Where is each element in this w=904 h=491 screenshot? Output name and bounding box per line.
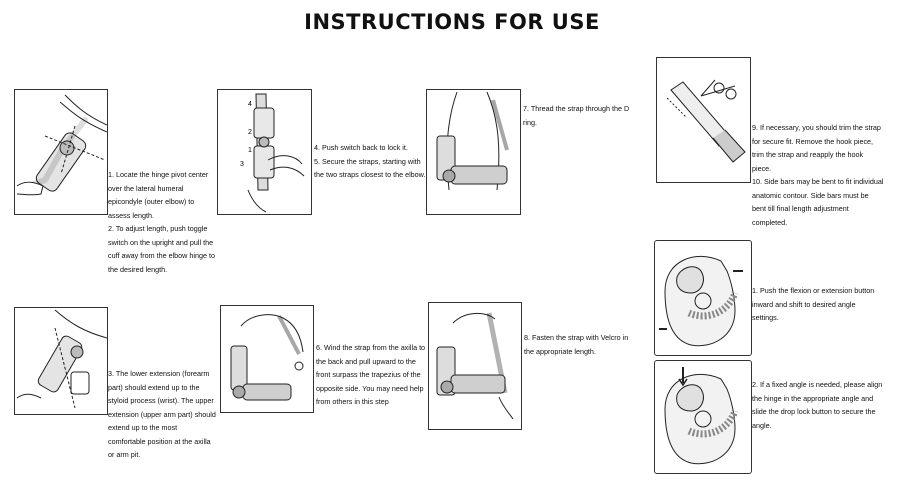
illustration-drop-lock xyxy=(654,360,752,474)
step-8-text: 8. Fasten the strap with Velcro in the a… xyxy=(524,333,629,356)
illustration-lower-extension xyxy=(14,307,108,415)
step-6-text: 6. Wind the strap from the axilla to the… xyxy=(316,343,426,406)
label-2: 2 xyxy=(248,129,252,136)
hinge-instruction-1: 1. Push the flexion or extension button … xyxy=(752,286,875,322)
label-4: 4 xyxy=(248,101,252,108)
illustration-locate-hinge xyxy=(14,89,108,215)
hinge-instruction-2: 2. If a fixed angle is needed, please al… xyxy=(752,380,883,430)
step-7-text: 7. Thread the strap through the D ring. xyxy=(523,104,630,127)
illustration-toggle-switch: 4 2 1 3 xyxy=(217,89,312,215)
illustration-wind-strap xyxy=(220,305,314,413)
step-9-text: 9. If necessary, you should trim the str… xyxy=(752,123,884,227)
step-3-text: 3. The lower extension (forearm part) sh… xyxy=(108,369,216,459)
page-title: INSTRUCTIONS FOR USE xyxy=(304,10,600,34)
illustration-fasten-velcro xyxy=(428,302,522,430)
label-3: 3 xyxy=(240,161,244,168)
step-4-text: 4. Push switch back to lock it. 5. Secur… xyxy=(314,143,426,179)
label-1: 1 xyxy=(248,147,252,154)
illustration-hinge-flexion xyxy=(654,240,752,356)
illustration-d-ring xyxy=(426,89,521,215)
illustration-trim-strap xyxy=(656,57,751,183)
step-1-text: 1. Locate the hinge pivot center over th… xyxy=(108,170,215,274)
